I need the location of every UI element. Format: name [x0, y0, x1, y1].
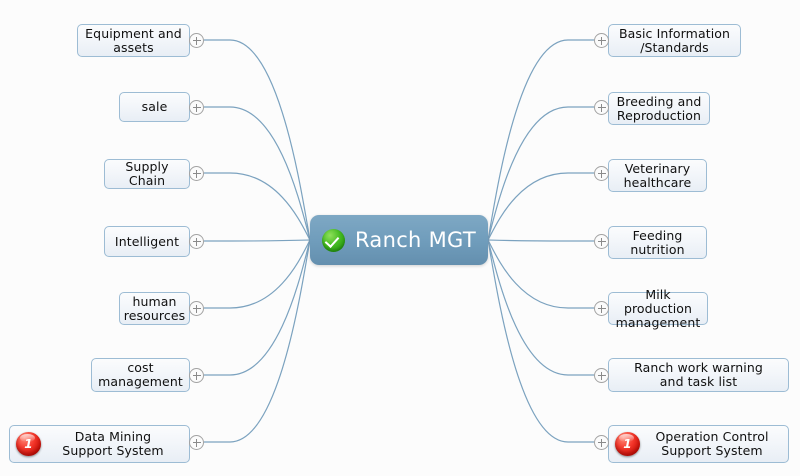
topic-node-cost-management[interactable]: cost management [91, 358, 190, 392]
connector-line [204, 239, 311, 309]
priority-badge-icon: 1 [615, 432, 640, 456]
connector-line [204, 172, 311, 241]
topic-node-label: Breeding and Reproduction [616, 93, 702, 123]
expand-plus-circle-icon[interactable] [594, 368, 609, 383]
connector-line [487, 39, 594, 241]
expand-plus-circle-icon[interactable] [594, 435, 609, 450]
topic-node-label: Milk production management [615, 286, 701, 330]
expand-plus-circle-icon[interactable] [189, 166, 204, 181]
topic-node-label: Data Mining Support System [62, 429, 164, 458]
expand-plus-circle-icon[interactable] [189, 368, 204, 383]
connector-line [204, 239, 311, 376]
connector-line [487, 239, 594, 443]
topic-node-label: Basic Information /Standards [618, 25, 731, 55]
topic-node-sale[interactable]: sale [119, 92, 190, 122]
expand-plus-circle-icon[interactable] [189, 100, 204, 115]
topic-node-equipment-and-assets[interactable]: Equipment and assets [77, 24, 190, 57]
expand-plus-circle-icon[interactable] [594, 234, 609, 249]
topic-node-intelligent[interactable]: Intelligent [104, 226, 190, 257]
expand-plus-circle-icon[interactable] [189, 234, 204, 249]
topic-node-operation-control-support-system[interactable]: 1 Operation Control Support System [608, 425, 789, 463]
topic-node-data-mining-support-system[interactable]: 1 Data Mining Support System [9, 425, 190, 463]
topic-node-label: sale [141, 99, 168, 114]
connector-line [204, 39, 311, 241]
connector-line [487, 239, 594, 376]
expand-plus-circle-icon[interactable] [189, 301, 204, 316]
topic-node-label: Equipment and assets [85, 25, 182, 55]
connector-line [204, 239, 311, 242]
topic-node-label: Ranch work warning and task list [634, 360, 763, 389]
priority-badge-icon: 1 [16, 432, 41, 456]
connector-line [487, 239, 594, 309]
topic-node-veterinary-healthcare[interactable]: Veterinary healthcare [608, 159, 707, 192]
expand-plus-circle-icon[interactable] [594, 166, 609, 181]
topic-node-human-resources[interactable]: human resources [119, 292, 190, 325]
expand-plus-circle-icon[interactable] [594, 100, 609, 115]
topic-node-breeding-and-reproduction[interactable]: Breeding and Reproduction [608, 92, 710, 125]
topic-node-ranch-work-warning-and-task-list[interactable]: Ranch work warning and task list [608, 358, 789, 392]
expand-plus-circle-icon[interactable] [594, 33, 609, 48]
green-check-icon [321, 228, 345, 252]
connector-line [487, 239, 594, 242]
topic-node-label: Supply Chain [125, 159, 169, 188]
central-topic-node[interactable]: Ranch MGT [310, 215, 488, 265]
connector-line [487, 106, 594, 241]
topic-node-label: Operation Control Support System [655, 429, 769, 458]
expand-plus-circle-icon[interactable] [189, 435, 204, 450]
topic-node-label: cost management [98, 360, 183, 389]
expand-plus-circle-icon[interactable] [594, 301, 609, 316]
topic-node-supply-chain[interactable]: Supply Chain [104, 159, 190, 189]
topic-node-label: Veterinary healthcare [623, 160, 692, 190]
connector-line [487, 172, 594, 241]
connector-line [204, 106, 311, 241]
topic-node-label: Feeding nutrition [630, 227, 685, 257]
topic-node-label: Intelligent [114, 233, 180, 249]
connector-line [204, 239, 311, 443]
expand-plus-circle-icon[interactable] [189, 33, 204, 48]
topic-node-basic-information-standards[interactable]: Basic Information /Standards [608, 24, 741, 57]
central-topic-label: Ranch MGT [354, 228, 476, 252]
topic-node-label: human resources [123, 293, 186, 323]
topic-node-feeding-nutrition[interactable]: Feeding nutrition [608, 226, 707, 259]
topic-node-milk-production-management[interactable]: Milk production management [608, 287, 708, 329]
